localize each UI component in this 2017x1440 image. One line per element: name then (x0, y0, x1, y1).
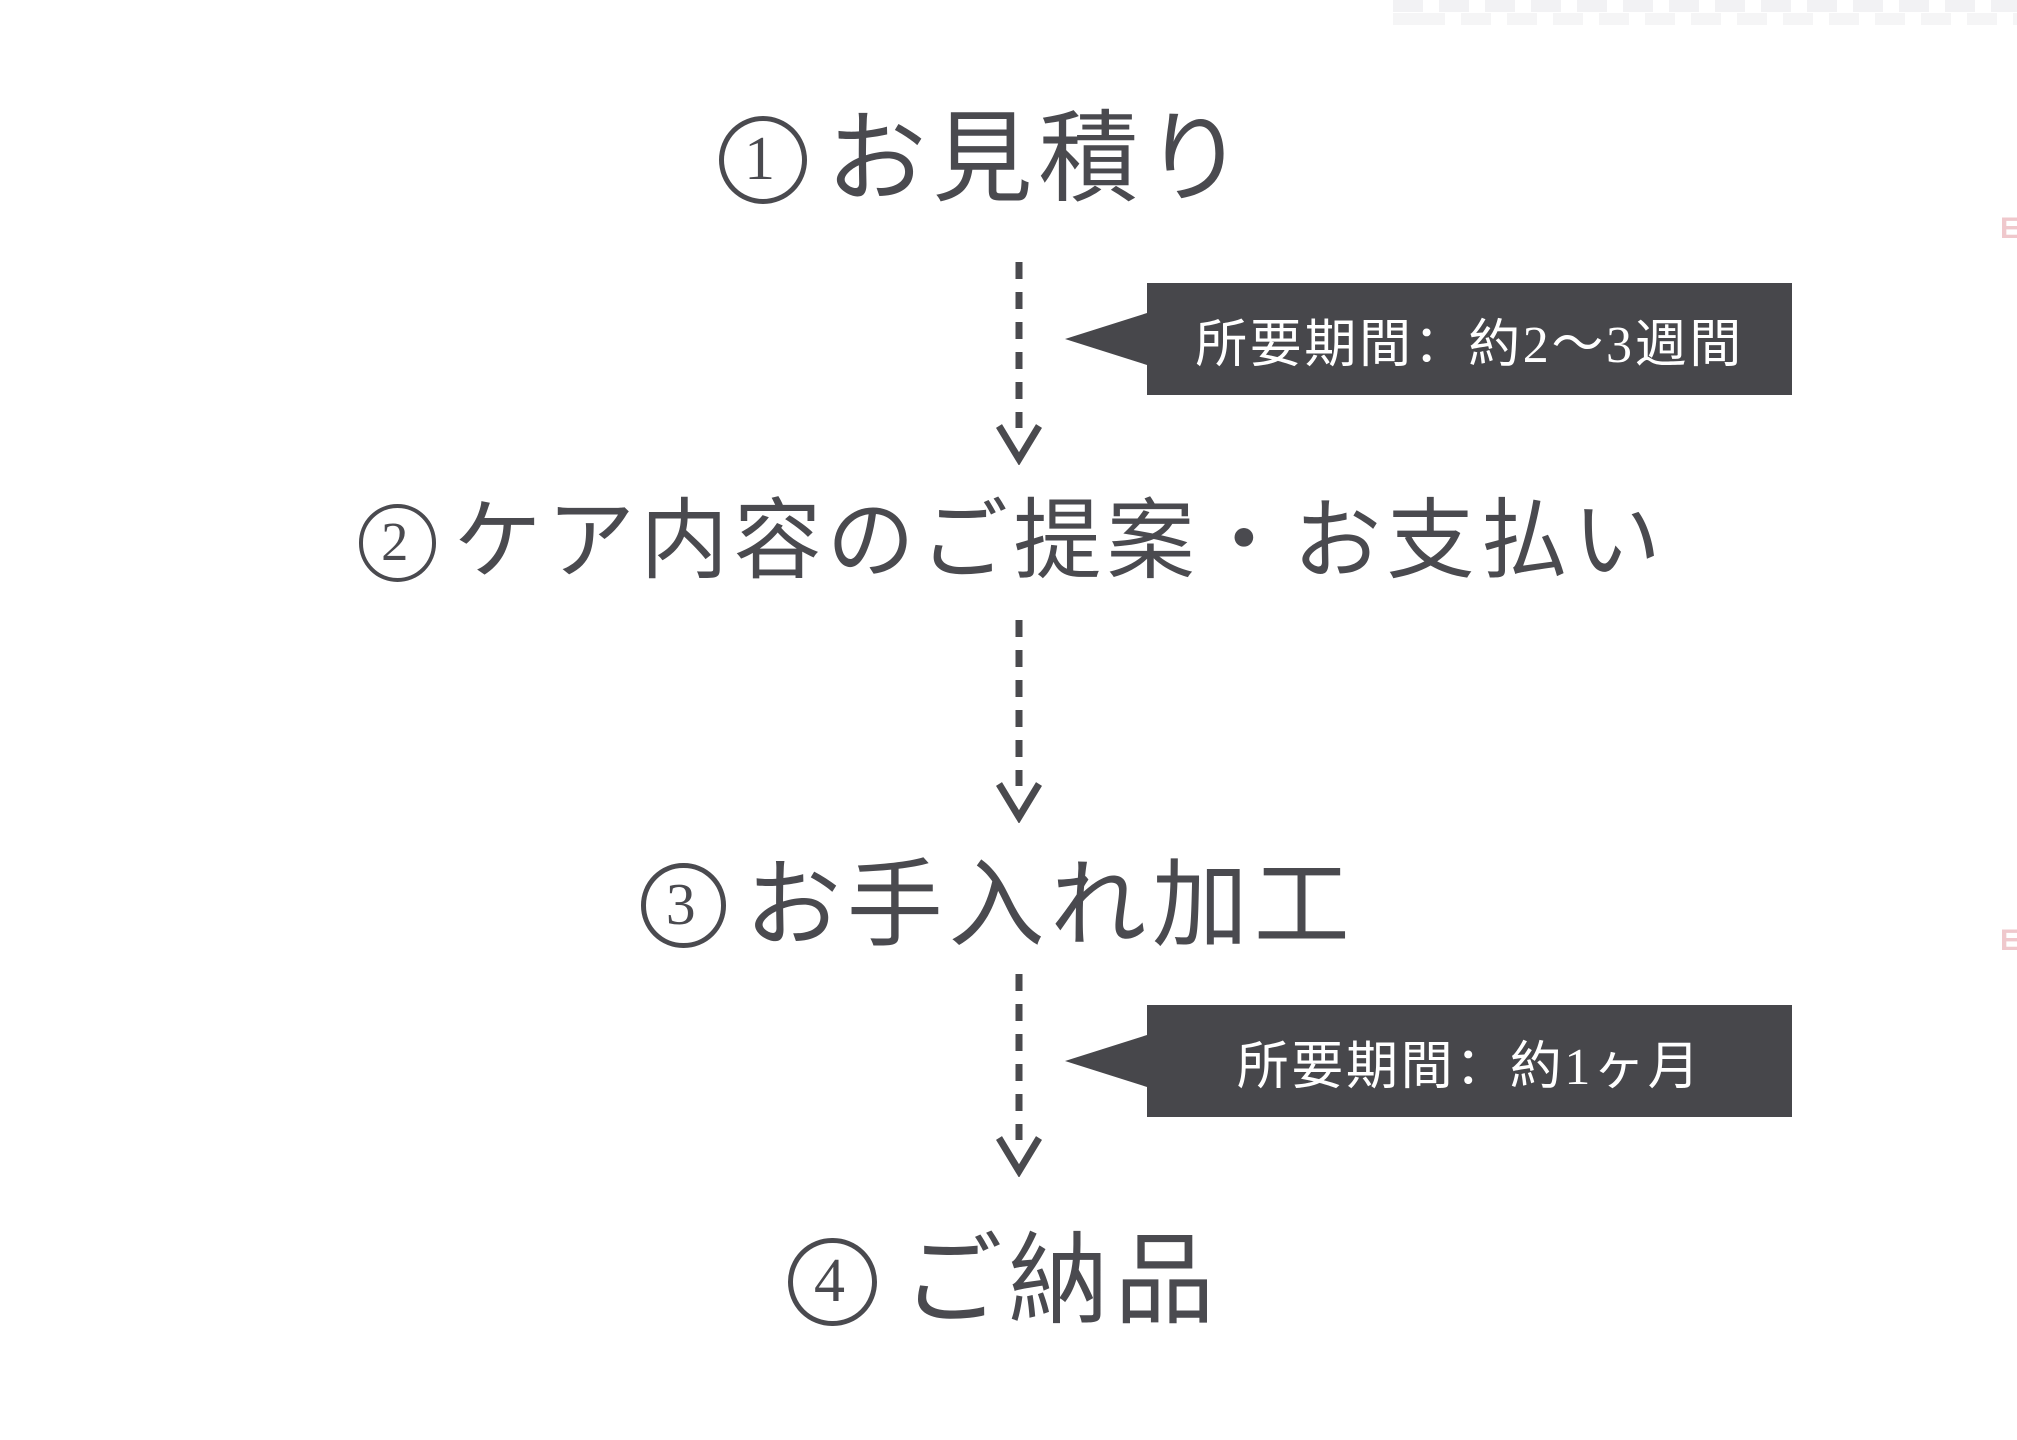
callout-left-pointer-icon (1065, 1035, 1147, 1087)
duration-callout-estimate-text: 所要期間：約2～3週間 (1195, 316, 1744, 374)
right-edge-pink-mark: E (2000, 924, 2017, 957)
step-2-circled-number-icon: 2 (358, 504, 437, 582)
top-edge-scan-artifact (1393, 0, 2017, 26)
step-4-circled-number-icon: 4 (788, 1237, 877, 1327)
step-1-circled-number-icon: 1 (718, 115, 807, 205)
flow-step-proposal-payment: 2 ケア内容のご提案・お支払い (4, 490, 2017, 596)
artifact-row (1393, 13, 2017, 25)
duration-callout-estimate: 所要期間：約2～3週間 (1065, 283, 1792, 395)
flow-step-estimate: 1 お見積り (0, 100, 1993, 220)
step-3-label: お手入れ加工 (744, 852, 1356, 959)
step-2-label: ケア内容のご提案・お支払い (453, 494, 1667, 591)
dashed-down-arrow-icon (987, 972, 1051, 1177)
dashed-down-arrow-icon (987, 618, 1051, 823)
dashed-down-arrow-icon (987, 260, 1051, 465)
artifact-row (1393, 0, 2017, 12)
step-1-label: お見積り (826, 104, 1251, 215)
duration-callout-processing: 所要期間：約1ヶ月 (1065, 1005, 1792, 1117)
callout-left-pointer-icon (1065, 313, 1147, 365)
flow-step-delivery: 4 ご納品 (0, 1222, 2013, 1342)
flow-step-care-processing: 3 お手入れ加工 (0, 848, 2007, 963)
duration-callout-processing-text: 所要期間：約1ヶ月 (1236, 1038, 1703, 1096)
right-edge-pink-mark: E (2000, 212, 2017, 245)
step-4-label: ご納品 (902, 1226, 1221, 1337)
step-3-circled-number-icon: 3 (641, 863, 726, 948)
